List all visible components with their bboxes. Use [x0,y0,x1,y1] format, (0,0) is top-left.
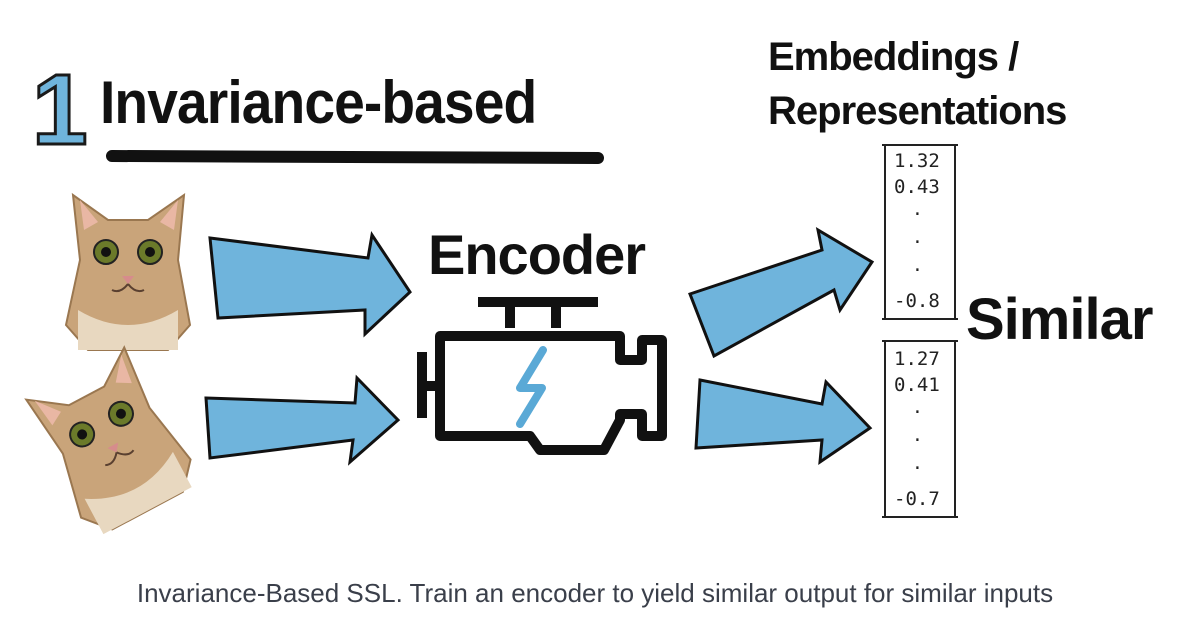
vector-bottom-ellipsis: · [912,402,923,423]
vector-top-ellipsis: · [912,232,923,253]
engine-icon [417,297,667,455]
vector-bottom-value-2: 0.41 [894,374,940,396]
embeddings-title: Embeddings / Representations [768,30,1067,138]
heading: Invariance-based [100,69,537,136]
figure-caption: Invariance-Based SSL. Train an encoder t… [136,578,1054,608]
output-arrow-top [688,226,875,359]
vector-bottom-ellipsis: · [912,430,923,451]
embeddings-title-line2: Representations [768,89,1067,133]
encoder-label: Encoder [428,223,646,286]
similar-label: Similar [966,287,1153,352]
vector-top-ellipsis: · [912,204,923,225]
embeddings-title-line1: Embeddings / [768,35,1019,79]
input-arrow-bottom [204,374,401,466]
vector-top-value-last: -0.8 [894,290,940,312]
output-arrow-bottom [694,378,873,466]
heading-underline [106,150,604,164]
vector-bottom-value-last: -0.7 [894,488,940,510]
cat-photo-icon [64,192,192,351]
diagram-graphics [24,150,875,535]
embedding-vector-top: 1.32 0.43 · · · -0.8 [882,144,958,320]
lightning-icon [516,346,547,428]
diagram: 1 Invariance-based [24,30,1153,535]
vector-top-value-2: 0.43 [894,176,940,198]
vector-top-ellipsis: · [912,260,923,281]
vector-bottom-value-1: 1.27 [894,348,940,370]
step-number: 1 [31,54,90,166]
embedding-vector-bottom: 1.27 0.41 · · · -0.7 [882,340,958,518]
vector-bottom-ellipsis: · [912,458,923,479]
vector-top-value-1: 1.32 [894,150,940,172]
input-arrow-top [208,231,412,338]
cat-photo-rotated-icon [24,345,192,535]
